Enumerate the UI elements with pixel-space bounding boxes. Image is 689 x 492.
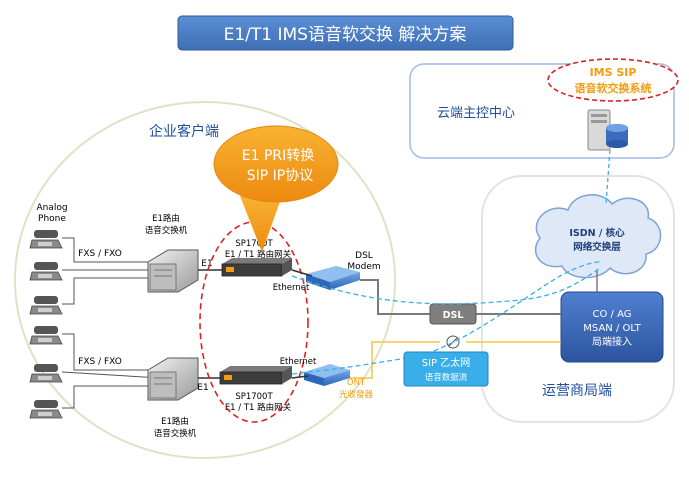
ethernet-link-bottom: [291, 375, 309, 379]
cloud-center-label: 云端主控中心: [437, 106, 515, 121]
access-box: [560, 291, 664, 363]
gateway-top-label-2: E1 / T1 路由网关: [225, 249, 292, 260]
sip-box-label-2: 语音数据流: [425, 372, 468, 383]
ont-device-icon: [304, 364, 350, 386]
modem-label-2: Modem: [347, 262, 380, 272]
callout-bubble: [213, 125, 339, 252]
fiber-link: [350, 341, 440, 379]
server-icon: [587, 109, 628, 151]
ont-label-2: 光收發器: [339, 389, 374, 400]
sip-box-label-1: SIP 乙太网: [422, 356, 471, 369]
gateway-bottom-label-1: SP1700T: [235, 392, 273, 402]
access-label-1: CO / AG: [593, 309, 632, 320]
ethernet-link-top: [291, 269, 313, 277]
phone-icon: [29, 326, 63, 345]
modem-dsl-link: [360, 279, 430, 315]
gateway-device-bottom: [219, 366, 292, 385]
phone-icon: [29, 364, 63, 383]
gateway-bottom-label-2: E1 / T1 路由网关: [225, 402, 292, 413]
phone-wires-bottom: [61, 333, 161, 409]
router-top-label-2: 语音交换机: [145, 225, 188, 236]
gateway-top-label-1: SP1700T: [235, 239, 273, 249]
sip-flow-top: [291, 267, 601, 305]
core-network-cloud: [534, 194, 662, 279]
fiber-connector-icon: [446, 335, 460, 349]
e1-label-top: E1: [201, 259, 212, 269]
phone-icon: [29, 296, 63, 315]
ethernet-label-top: Ethernet: [273, 283, 310, 293]
gateway-device-top: [221, 258, 292, 277]
access-label-2: MSAN / OLT: [583, 323, 641, 334]
analog-label-1: Analog: [36, 203, 67, 213]
callout-line-2: SIP IP协议: [247, 168, 313, 184]
core-cloud-label-2: 网络交换层: [573, 241, 621, 253]
title-bar: [177, 15, 514, 51]
fxs-label-top: FXS / FXO: [78, 249, 122, 259]
router-bottom-label-1: E1路由: [161, 416, 189, 427]
modem-label-1: DSL: [355, 251, 373, 261]
phone-icon: [29, 230, 63, 249]
ims-label-2: 语音软交换系统: [575, 81, 652, 95]
diagram-title: E1/T1 IMS语音软交换 解决方案: [224, 25, 467, 45]
ethernet-label-bottom: Ethernet: [280, 357, 317, 367]
access-label-3: 局端接入: [592, 335, 632, 348]
server-cloud-link: [605, 149, 611, 205]
sip-box: [403, 351, 489, 387]
core-cloud-label-1: ISDN / 核心: [569, 227, 625, 239]
operator-label: 运营商局端: [542, 383, 612, 399]
callout-line-1: E1 PRI转换: [242, 147, 315, 164]
analog-label-2: Phone: [38, 214, 66, 224]
dsl-box-label: DSL: [443, 310, 464, 321]
ont-label-1: ONT: [347, 378, 366, 388]
phone-group-bottom: [29, 326, 63, 419]
phone-icon: [29, 400, 63, 419]
router-icon-top: [147, 249, 199, 293]
phone-icon: [29, 262, 63, 281]
e1-label-bottom: E1: [197, 383, 208, 393]
router-icon-bottom: [147, 357, 199, 401]
ims-label-1: IMS SIP: [590, 66, 637, 79]
phone-group-top: [29, 230, 63, 315]
ims-highlight: [547, 58, 679, 102]
phone-wires-top: [62, 237, 160, 305]
enterprise-label: 企业客户端: [149, 123, 219, 140]
fxs-label-bottom: FXS / FXO: [78, 357, 122, 367]
router-bottom-label-2: 语音交换机: [154, 428, 197, 439]
sip-flow-bottom: [291, 261, 601, 375]
router-top-label-1: E1路由: [152, 213, 180, 224]
